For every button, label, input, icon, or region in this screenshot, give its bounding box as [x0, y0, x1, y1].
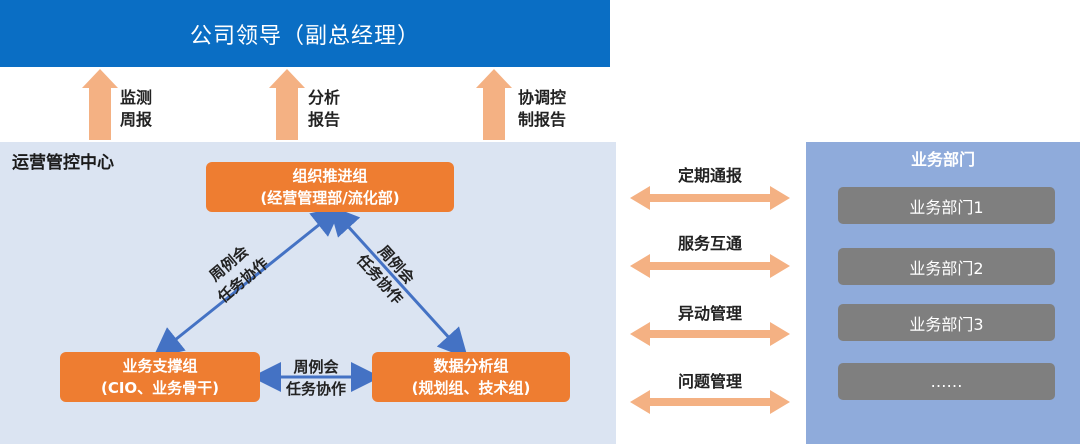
org-group-name: 组织推进组 — [292, 167, 368, 185]
connector-org-data — [328, 205, 469, 359]
support-group-members: (CIO、业务骨干) — [100, 379, 220, 397]
ops-center-title: 运营管控中心 — [12, 153, 114, 173]
exchange-arrow-1 — [630, 186, 790, 210]
up-arrow-2 — [269, 69, 305, 140]
org-group-members: (经营管理部/流化部) — [260, 189, 400, 207]
exchange-label-3: 异动管理 — [677, 304, 742, 323]
org-group-box: 组织推进组 (经营管理部/流化部) — [206, 162, 454, 212]
exchange-arrow-3 — [630, 322, 790, 346]
support-group-box: 业务支撑组 (CIO、业务骨干) — [60, 352, 260, 402]
up-arrow-1 — [82, 69, 118, 140]
exchange-arrow-2 — [630, 254, 790, 278]
up-label-3: 协调控 制报告 — [518, 88, 567, 129]
exchange-label-4: 问题管理 — [677, 372, 742, 391]
dept-box-1: 业务部门1 — [838, 187, 1055, 224]
support-group-name: 业务支撑组 — [122, 357, 198, 375]
data-group-box: 数据分析组 (规划组、技术组) — [372, 352, 570, 402]
connector-org-support — [152, 206, 343, 358]
data-group-members: (规划组、技术组) — [411, 379, 531, 397]
exchange-arrow-4 — [630, 390, 790, 414]
exchange-label-2: 服务互通 — [677, 234, 742, 253]
exchange-label-1: 定期通报 — [677, 166, 742, 185]
dept-box-3: 业务部门3 — [838, 304, 1055, 341]
dept-box-4: …… — [838, 363, 1055, 400]
up-arrow-3 — [476, 69, 512, 140]
data-group-name: 数据分析组 — [433, 357, 509, 375]
up-label-2: 分析 报告 — [308, 88, 341, 129]
business-title: 业务部门 — [910, 150, 975, 169]
leader-title: 公司领导（副总经理） — [189, 23, 420, 49]
leader-banner: 公司领导（副总经理） — [0, 0, 610, 67]
dept-box-2: 业务部门2 — [838, 248, 1055, 285]
relation-label-bottom: 周例会 任务协作 — [285, 358, 346, 398]
up-label-1: 监测 周报 — [120, 88, 153, 129]
